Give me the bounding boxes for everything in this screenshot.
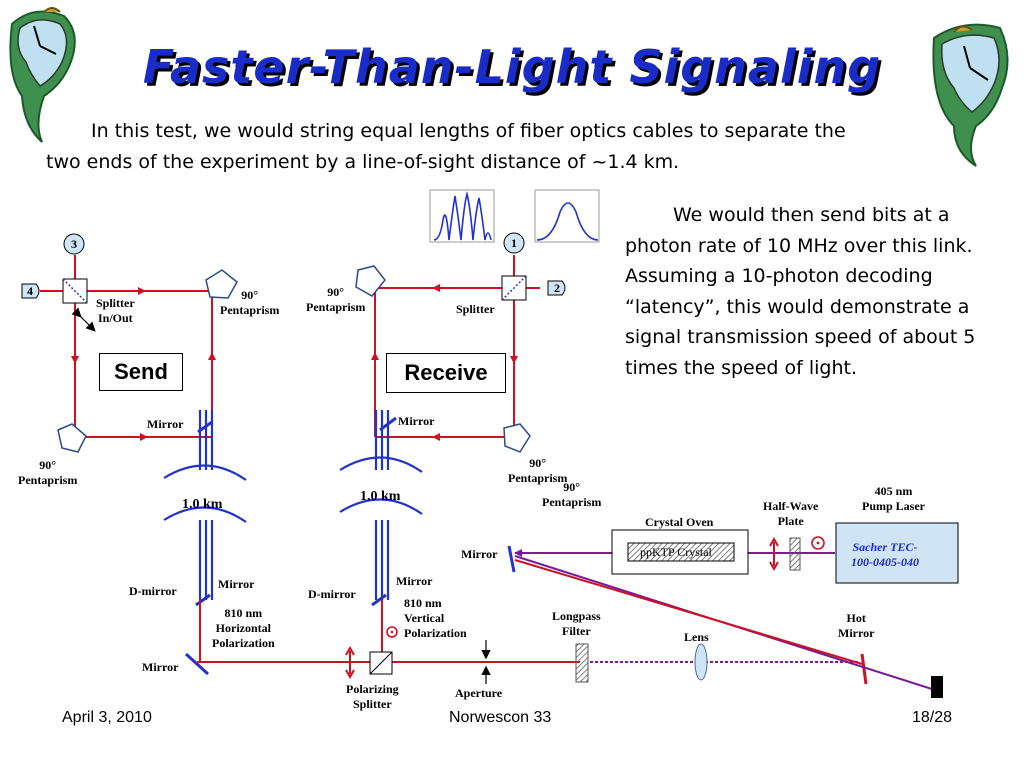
send-box: Send bbox=[99, 353, 183, 391]
receive-fiber bbox=[339, 410, 423, 600]
half-wave-plate-icon bbox=[789, 537, 801, 571]
hot-mirror-icon bbox=[860, 653, 868, 685]
lens-label: Lens bbox=[684, 630, 709, 644]
node-2: 2 bbox=[547, 280, 566, 296]
longpass-filter-icon bbox=[575, 643, 589, 683]
distance-label-send: 1.0 km bbox=[182, 497, 223, 512]
pentaprism-label-2: 90°Pentaprism bbox=[306, 285, 366, 314]
mirror-label-bottom: Mirror bbox=[142, 660, 179, 674]
out-of-plane-pol-icon bbox=[386, 626, 398, 638]
d-mirror-label-send: D-mirror bbox=[129, 584, 177, 598]
pentaprism-label-5: 90°Pentaprism bbox=[542, 480, 602, 509]
crystal-oven-label: Crystal Oven bbox=[645, 515, 714, 529]
receive-box: Receive bbox=[386, 353, 506, 393]
node-1: 1 bbox=[503, 232, 525, 254]
single-peak-plot bbox=[534, 189, 600, 243]
splitter-send bbox=[62, 278, 88, 304]
footer-event: Norwescon 33 bbox=[449, 709, 552, 726]
mirrors bbox=[184, 416, 516, 676]
pentaprism-label-4: 90°Pentaprism bbox=[508, 456, 568, 485]
receive-beam-paths bbox=[368, 255, 540, 438]
footer-date: April 3, 2010 bbox=[62, 709, 152, 726]
mirror-label-send-top: Mirror bbox=[147, 417, 184, 431]
distance-label-receive: 1.0 km bbox=[360, 489, 401, 504]
svg-text:4: 4 bbox=[27, 284, 33, 298]
mirror-label-pump: Mirror bbox=[461, 547, 498, 561]
laser-model-label: Sacher TEC-100-0405-040 bbox=[851, 540, 919, 569]
melting-clock-right-icon bbox=[932, 23, 1009, 167]
splitter-receive bbox=[501, 275, 527, 301]
node-3: 3 bbox=[63, 233, 85, 255]
polarizing-splitter-cube bbox=[369, 651, 393, 675]
intro-paragraph: In this test, we would string equal leng… bbox=[46, 120, 846, 173]
interference-fringe-plot bbox=[429, 189, 495, 243]
pump-laser-box bbox=[835, 522, 959, 584]
polarization-arrows bbox=[345, 645, 355, 680]
svg-text:1: 1 bbox=[511, 236, 517, 250]
melting-clock-left-icon bbox=[9, 7, 76, 143]
speed-paragraph: We would then send bits at a photon rate… bbox=[625, 204, 976, 379]
pentaprisms bbox=[57, 265, 531, 453]
svg-text:3: 3 bbox=[71, 237, 77, 251]
ppktp-crystal-icon bbox=[627, 542, 735, 562]
half-wave-arrow bbox=[769, 536, 779, 572]
beam-dump-icon bbox=[931, 676, 943, 698]
pentaprism-label-1: 90°Pentaprism bbox=[220, 288, 280, 317]
crystal-label: ppKTP Crystal bbox=[640, 545, 712, 559]
slide-title: Faster-Than-Light Signaling bbox=[142, 40, 882, 94]
mirror-label-receive-top: Mirror bbox=[398, 414, 435, 428]
footer-page-number: 18/28 bbox=[912, 709, 953, 726]
send-fiber bbox=[163, 410, 247, 600]
d-mirror-label-receive: D-mirror bbox=[308, 587, 356, 601]
splitter-label: Splitter bbox=[456, 302, 495, 316]
mirror-label-receive-mid: Mirror bbox=[396, 574, 433, 588]
pentaprism-label-3: 90°Pentaprism bbox=[18, 458, 78, 487]
node-4: 4 bbox=[21, 283, 40, 299]
svg-text:2: 2 bbox=[554, 281, 560, 295]
lens-icon bbox=[694, 643, 708, 681]
aperture-label: Aperture bbox=[455, 686, 503, 700]
mirror-label-send-mid: Mirror bbox=[218, 577, 255, 591]
